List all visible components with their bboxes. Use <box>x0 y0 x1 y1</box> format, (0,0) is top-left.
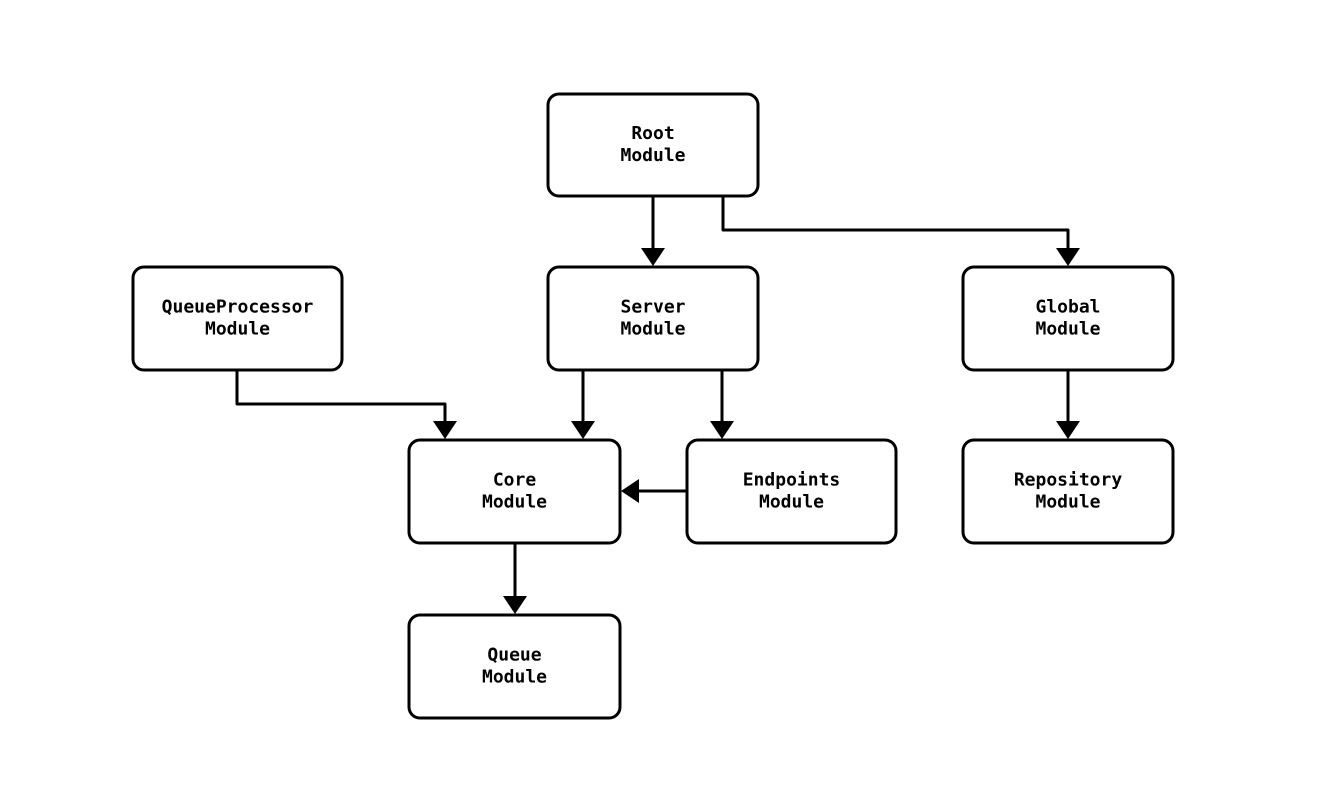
node-label-line2: Module <box>620 145 685 166</box>
edge-line <box>235 370 447 426</box>
node-box[interactable] <box>131 265 344 372</box>
node-label-line2: Module <box>1035 492 1100 513</box>
node-label-line2: Module <box>620 319 685 340</box>
node-label-line1: QueueProcessor <box>162 297 314 318</box>
edge-server-to-endpoints <box>710 370 734 439</box>
node-label-line1: Root <box>631 123 674 144</box>
node-box[interactable] <box>546 265 760 372</box>
arrowhead-icon <box>1056 248 1080 266</box>
node-box[interactable] <box>407 438 622 545</box>
arrowhead-icon <box>433 421 457 439</box>
node-label-line2: Module <box>205 319 270 340</box>
node-label-line2: Module <box>1035 319 1100 340</box>
node-label-line2: Module <box>482 492 547 513</box>
node-label-line2: Module <box>482 667 547 688</box>
node-label-line1: Server <box>620 297 685 318</box>
node-box[interactable] <box>685 438 898 545</box>
arrowhead-icon <box>710 421 734 439</box>
edge-root-to-global <box>721 196 1080 266</box>
node-label-line1: Repository <box>1014 470 1123 491</box>
node-label-line2: Module <box>759 492 824 513</box>
node-box[interactable] <box>961 438 1175 545</box>
node-label-line1: Global <box>1035 297 1100 318</box>
arrowhead-icon <box>1056 421 1080 439</box>
arrowhead-icon <box>571 421 595 439</box>
node-label-line1: Endpoints <box>743 470 841 491</box>
arrowhead-icon <box>621 479 639 503</box>
edge-endpoints-to-core <box>621 479 687 503</box>
edge-line <box>721 196 1070 253</box>
edge-global-to-repository <box>1056 370 1080 439</box>
node-box[interactable] <box>961 265 1175 372</box>
edge-core-to-queue <box>503 543 527 614</box>
arrowhead-icon <box>503 596 527 614</box>
node-box[interactable] <box>546 92 760 198</box>
node-label-line1: Queue <box>487 645 541 666</box>
edge-root-to-server <box>641 196 665 266</box>
edge-queueprocessor-to-core <box>235 370 457 439</box>
node-box[interactable] <box>407 613 622 720</box>
edge-server-to-core <box>571 370 595 439</box>
arrowhead-icon <box>641 248 665 266</box>
node-label-line1: Core <box>493 470 537 491</box>
edges-layer <box>235 196 1080 614</box>
